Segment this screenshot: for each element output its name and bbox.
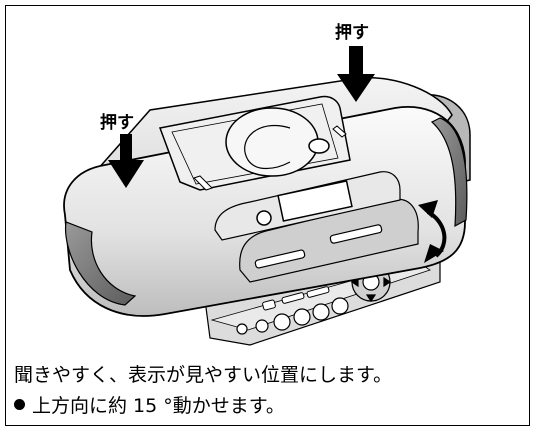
front-slot-right — [329, 224, 383, 244]
push-arrow-right — [337, 46, 375, 102]
bullet-icon — [14, 399, 25, 410]
caption-line: 聞きやすく、表示が見やすい位置にします。 — [14, 364, 393, 386]
caption-bullet-text: 上方向に約 15 °動かせます。 — [32, 395, 285, 417]
front-knob — [256, 210, 272, 226]
push-label-left: 押す — [100, 113, 134, 133]
push-arrow-left — [108, 134, 144, 188]
caption-bullet-line: 上方向に約 15 °動かせます。 — [14, 391, 285, 418]
display-window — [277, 180, 353, 222]
lid-button — [308, 138, 330, 154]
base-slots — [262, 286, 330, 311]
cd-disc-outline — [225, 107, 319, 177]
base-buttons — [236, 297, 349, 335]
front-slot-left — [254, 249, 306, 269]
cd-lid — [158, 95, 351, 191]
push-label-right: 押す — [335, 23, 369, 43]
tilt-arrow — [418, 200, 447, 263]
